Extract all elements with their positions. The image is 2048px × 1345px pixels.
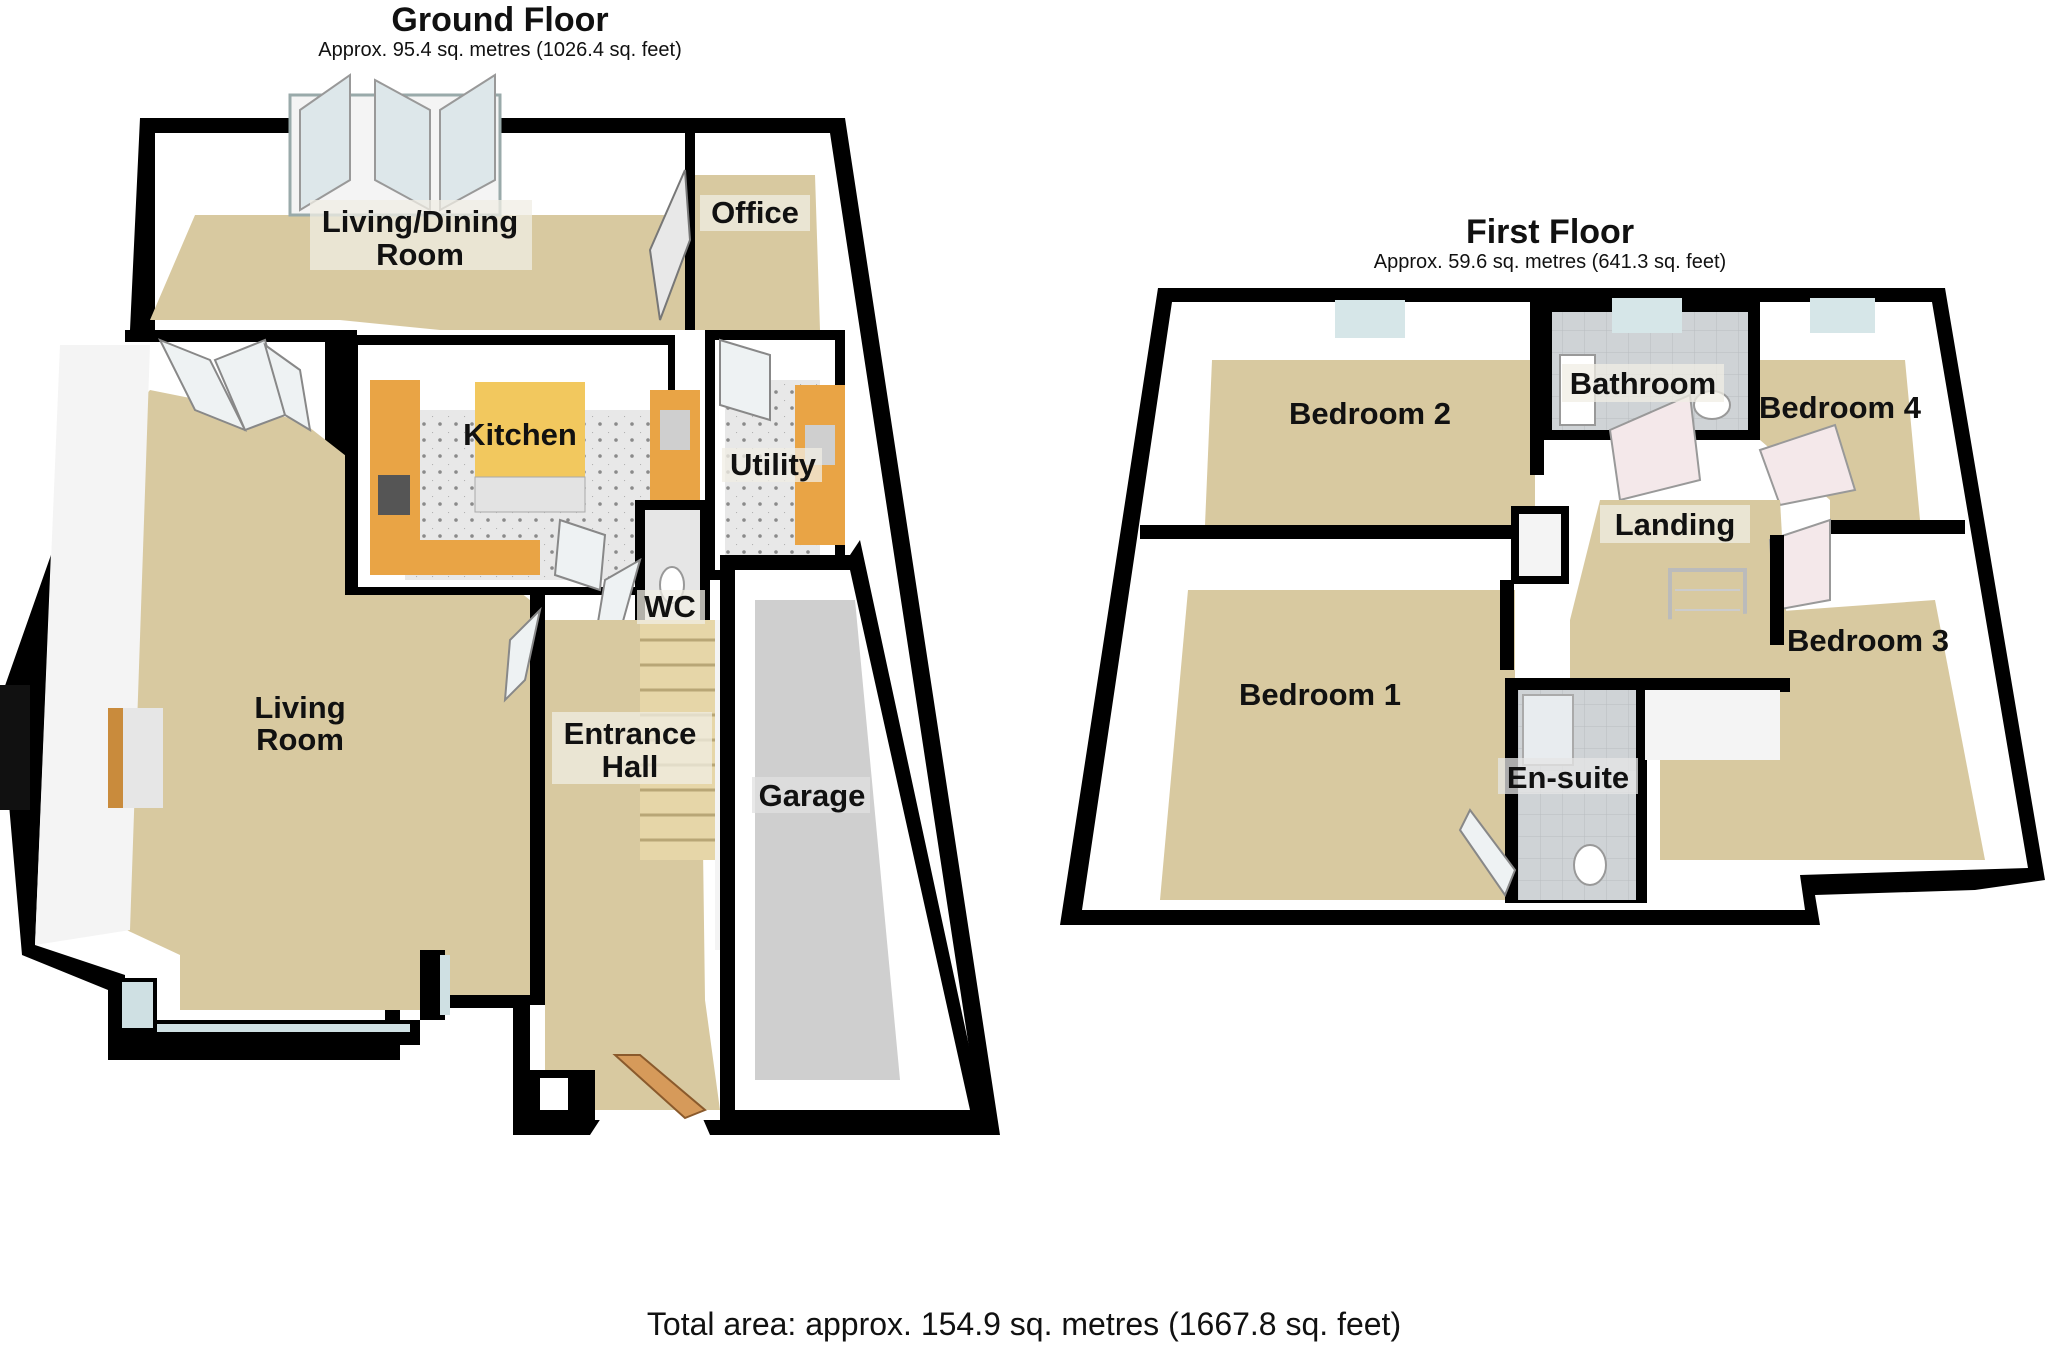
label-ensuite: En-suite (1507, 760, 1629, 795)
first-floor-title: First Floor (1465, 213, 1635, 251)
label-bedroom3: Bedroom 3 (1787, 623, 1949, 658)
first-floor-plan: Bedroom 2 Bathroom Bedroom 4 Landing Bed… (1060, 288, 2045, 925)
label-kitchen: Kitchen (463, 417, 577, 452)
label-living-dining-1: Living/Dining (322, 204, 518, 239)
label-wc: WC (644, 589, 696, 624)
ground-floor-area: Approx. 95.4 sq. metres (1026.4 sq. feet… (318, 39, 682, 61)
bedroom3-floor (1660, 600, 1985, 860)
ground-floor-title: Ground Floor (391, 1, 609, 39)
label-living-2: Room (256, 722, 344, 757)
bifold-doors-left (157, 338, 312, 432)
total-area: Total area: approx. 154.9 sq. metres (16… (646, 1306, 1402, 1342)
bedroom2-floor (1205, 360, 1535, 525)
label-bedroom4: Bedroom 4 (1759, 390, 1922, 425)
label-entrance-1: Entrance (564, 716, 697, 751)
label-living-1: Living (254, 690, 345, 725)
label-bathroom: Bathroom (1570, 366, 1716, 401)
kitchen-island (475, 382, 585, 477)
bifold-doors-top (288, 73, 502, 217)
label-bedroom1: Bedroom 1 (1239, 677, 1401, 712)
garage-floor (755, 600, 900, 1080)
ground-floor-plan: Living/Dining Room Office Kitchen Utilit… (0, 73, 1000, 1135)
label-bedroom2: Bedroom 2 (1289, 396, 1451, 431)
first-floor-heading: First Floor Approx. 59.6 sq. metres (641… (1350, 214, 1750, 274)
label-landing: Landing (1615, 507, 1736, 542)
first-floor-area: Approx. 59.6 sq. metres (641.3 sq. feet) (1373, 251, 1727, 273)
label-living-dining-2: Room (376, 237, 464, 272)
ground-floor-heading: Ground Floor Approx. 95.4 sq. metres (10… (300, 2, 700, 62)
bedroom1-floor (1160, 590, 1515, 900)
label-utility: Utility (730, 447, 817, 482)
label-garage: Garage (759, 778, 866, 813)
label-office: Office (711, 195, 799, 230)
kitchen-worktop-left (370, 380, 420, 560)
label-entrance-2: Hall (602, 749, 659, 784)
